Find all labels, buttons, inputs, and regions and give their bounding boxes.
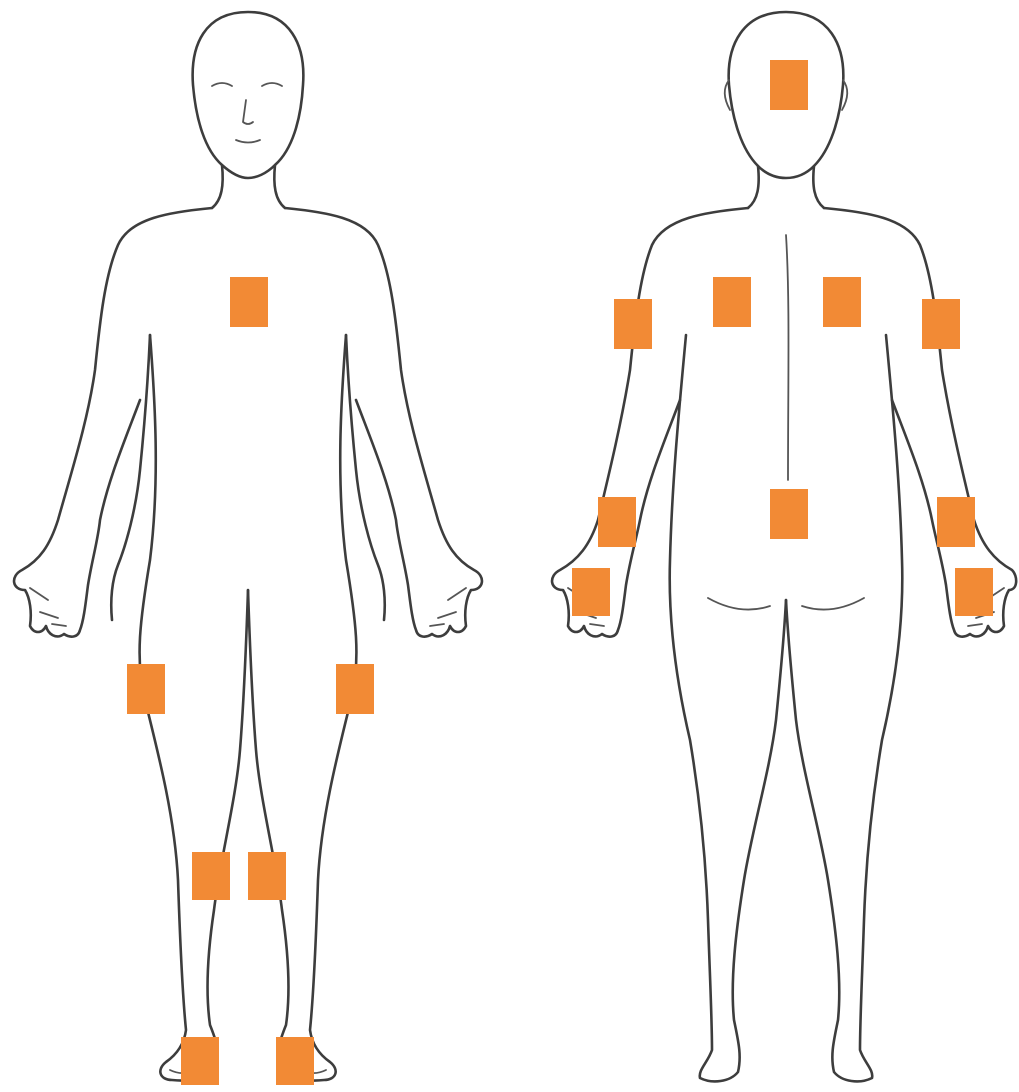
front-body-figure	[14, 12, 482, 1081]
patch-left-upper-arm[interactable]	[614, 299, 652, 349]
patch-left-thigh[interactable]	[127, 664, 165, 714]
back-patches	[572, 60, 993, 616]
patch-left-ankle[interactable]	[181, 1037, 219, 1085]
patch-left-upper-back[interactable]	[713, 277, 751, 327]
patch-left-forearm[interactable]	[598, 497, 636, 547]
patch-right-hand[interactable]	[955, 568, 993, 616]
patch-left-hand[interactable]	[572, 568, 610, 616]
patch-right-ankle[interactable]	[276, 1037, 314, 1085]
patch-right-upper-back[interactable]	[823, 277, 861, 327]
patch-upper-chest[interactable]	[230, 277, 268, 327]
patch-back-of-head[interactable]	[770, 60, 808, 110]
patch-left-knee[interactable]	[192, 852, 230, 900]
patch-right-knee[interactable]	[248, 852, 286, 900]
patch-right-thigh[interactable]	[336, 664, 374, 714]
patch-right-forearm[interactable]	[937, 497, 975, 547]
patch-right-upper-arm[interactable]	[922, 299, 960, 349]
patch-lower-back[interactable]	[770, 489, 808, 539]
